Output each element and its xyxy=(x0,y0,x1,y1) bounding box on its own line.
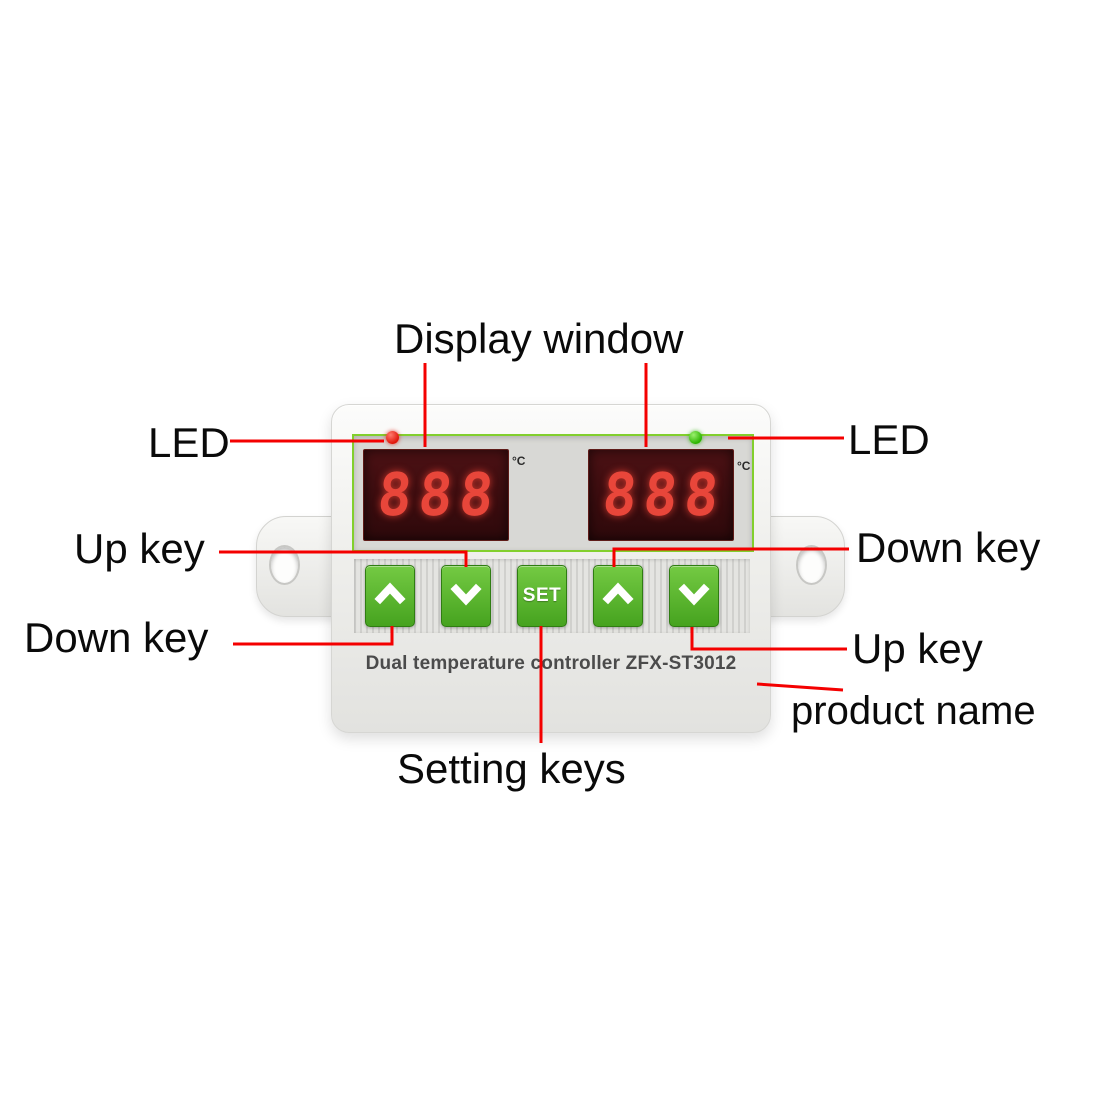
celsius-unit-label-right: °C xyxy=(737,459,751,473)
temperature-display-right: 888 xyxy=(588,449,734,541)
label-led-left: LED xyxy=(148,419,230,466)
label-product-name: product name xyxy=(791,689,1036,733)
up-key-button-right[interactable] xyxy=(593,565,643,627)
chevron-down-icon xyxy=(677,582,711,611)
down-key-button-right[interactable] xyxy=(669,565,719,627)
green-led-indicator xyxy=(689,431,702,444)
chevron-up-icon xyxy=(601,581,635,611)
label-setting-keys: Setting keys xyxy=(397,745,626,792)
right-mounting-hole xyxy=(796,545,827,585)
left-mounting-hole xyxy=(269,545,300,585)
seven-segment-digits-left: 888 xyxy=(375,460,504,530)
seven-segment-digits-right: 888 xyxy=(600,460,729,530)
down-key-button-left[interactable] xyxy=(441,565,491,627)
red-led-indicator xyxy=(386,431,399,444)
label-display-window: Display window xyxy=(394,315,684,362)
label-led-right: LED xyxy=(848,416,930,463)
label-down-key-left: Down key xyxy=(24,614,209,661)
chevron-up-icon xyxy=(373,581,407,611)
up-key-button-left[interactable] xyxy=(365,565,415,627)
label-up-key-right: Up key xyxy=(852,625,983,672)
temperature-controller-body: 888 888 °C °C SET xyxy=(331,404,771,733)
set-key-label: SET xyxy=(522,585,562,606)
set-key-button[interactable]: SET xyxy=(517,565,567,627)
celsius-unit-label-left: °C xyxy=(512,454,526,468)
label-down-key-right: Down key xyxy=(856,524,1041,571)
display-panel: 888 888 °C °C xyxy=(352,434,754,552)
device-caption: Dual temperature controller ZFX-ST3012 xyxy=(365,653,737,674)
temperature-display-left: 888 xyxy=(363,449,509,541)
label-up-key-left: Up key xyxy=(74,525,205,572)
chevron-down-icon xyxy=(449,582,483,611)
